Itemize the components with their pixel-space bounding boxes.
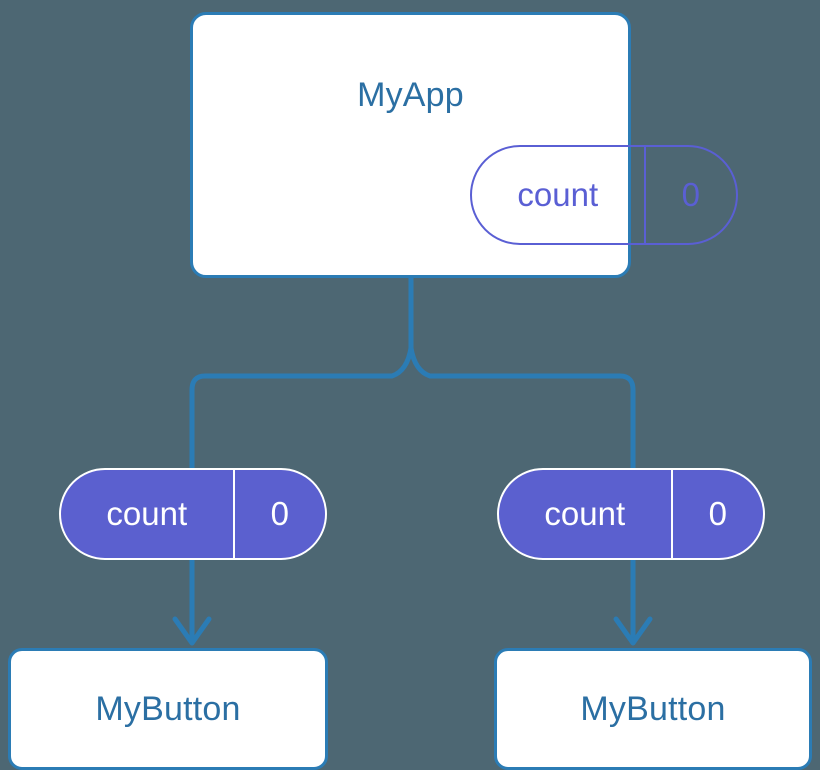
child-left-component-title: MyButton <box>95 690 241 728</box>
child-right-prop-value: 0 <box>670 470 763 558</box>
child-right-component-title: MyButton <box>580 690 726 728</box>
arrow-right-head-icon <box>613 616 653 646</box>
root-state-value: 0 <box>643 147 736 243</box>
child-right-prop-key: count <box>544 495 626 532</box>
child-right-component-box[interactable]: MyButton <box>494 648 812 770</box>
connector-branch-left <box>189 347 414 470</box>
root-component-title: MyApp <box>357 76 464 114</box>
arrow-left-head-icon <box>172 616 212 646</box>
child-left-component-box[interactable]: MyButton <box>8 648 328 770</box>
child-left-prop-pill[interactable]: count 0 <box>59 468 327 560</box>
root-component-box[interactable]: MyApp count 0 <box>190 12 738 278</box>
child-left-prop-value: 0 <box>232 470 325 558</box>
child-left-prop-key: count <box>106 495 188 532</box>
root-state-key: count <box>517 176 599 213</box>
connector-branch-right <box>408 347 636 470</box>
root-state-pill[interactable]: count 0 <box>470 145 738 245</box>
child-right-prop-pill[interactable]: count 0 <box>497 468 765 560</box>
